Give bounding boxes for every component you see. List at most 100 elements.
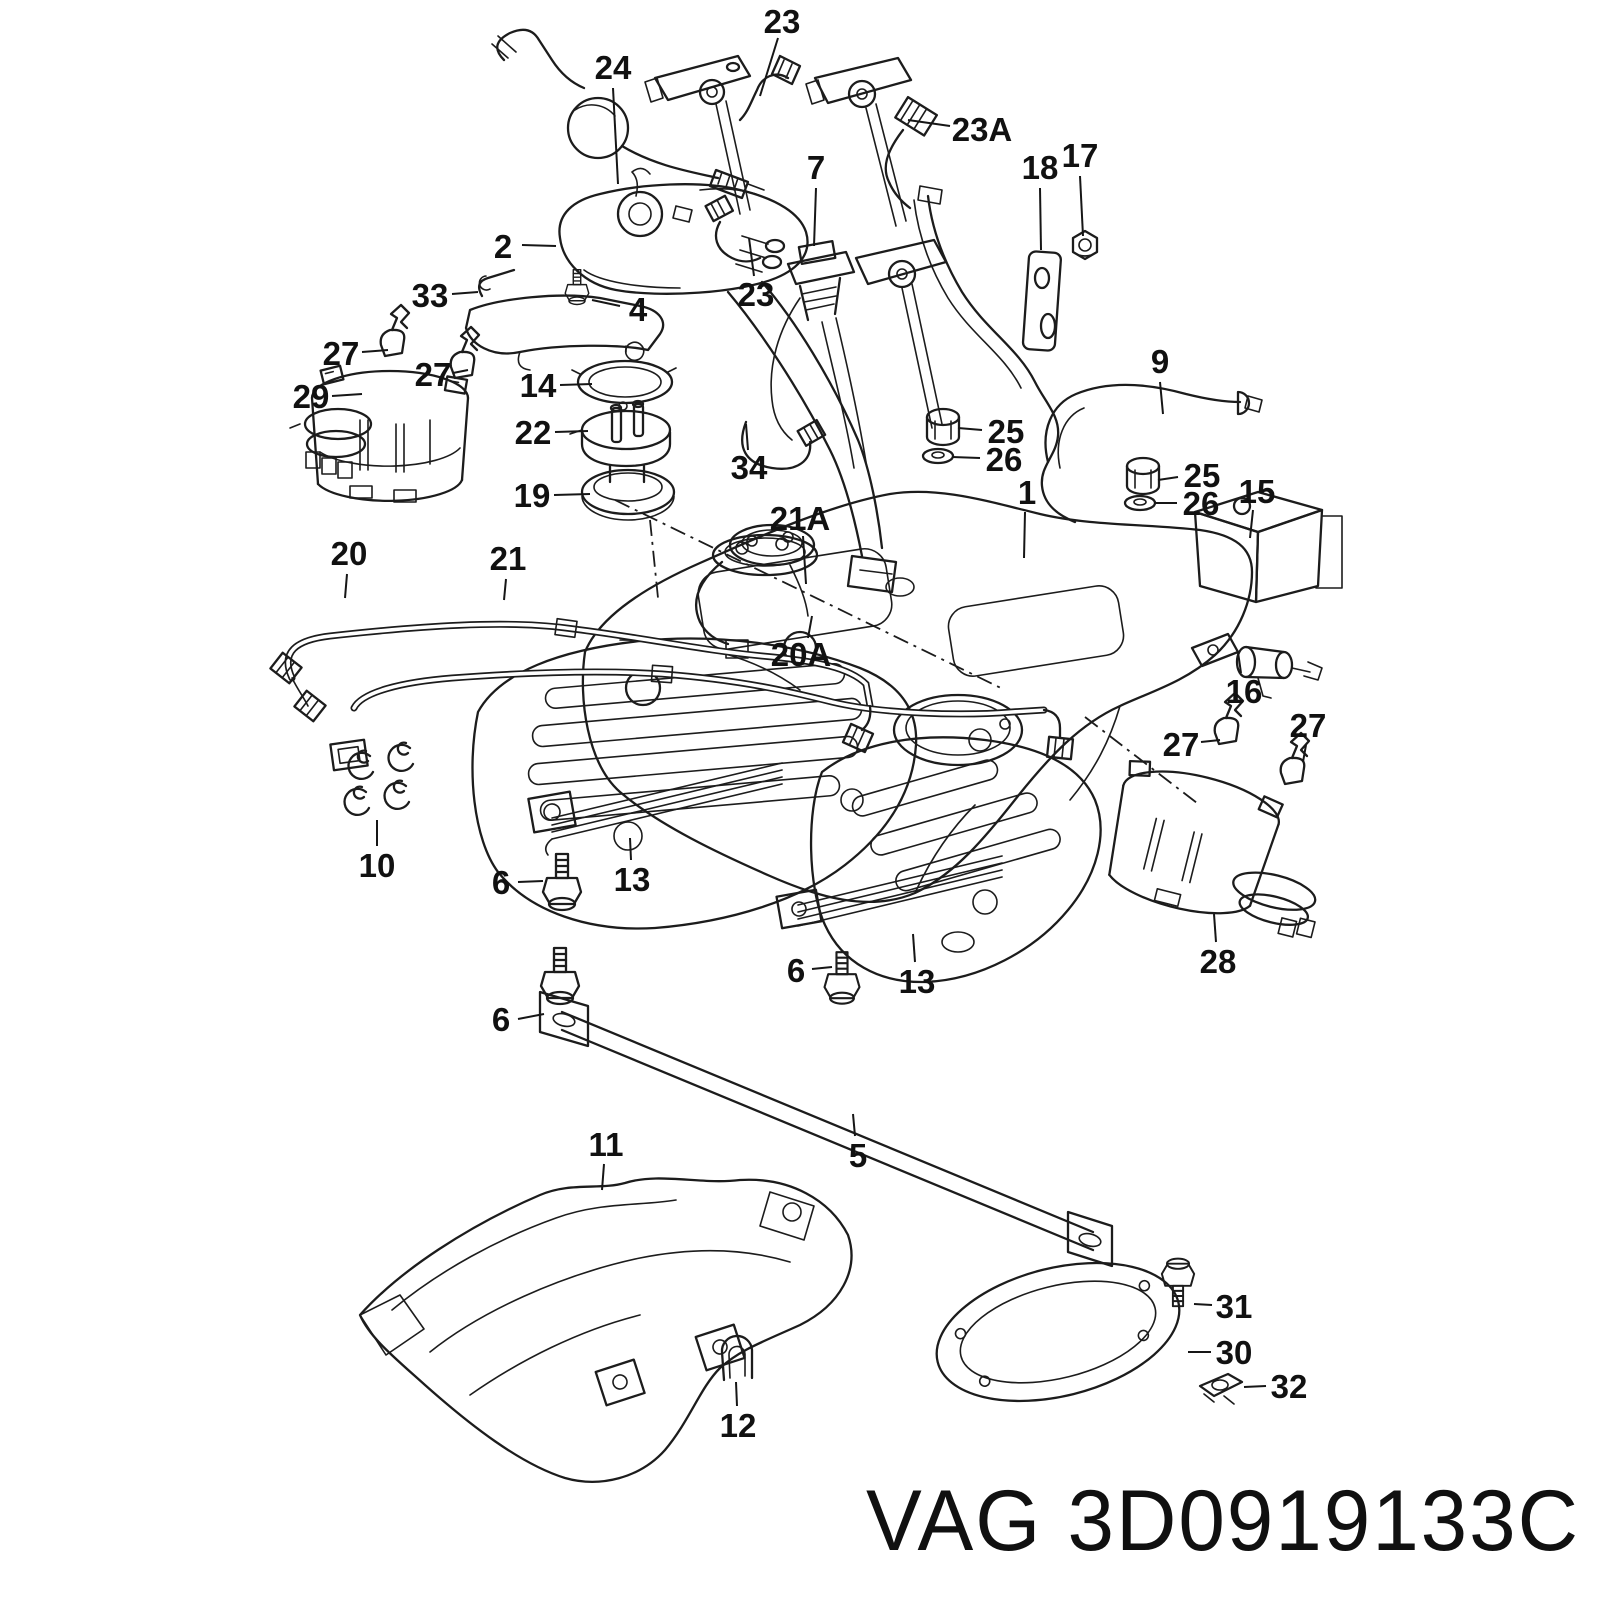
clamp-bracket-left — [644, 54, 752, 215]
nut-25-right — [1125, 456, 1161, 496]
shield-bracket-below-cover — [464, 294, 665, 371]
vent-pipe-9 — [1044, 383, 1263, 469]
callout-20: 20 — [331, 535, 368, 572]
callout-23A: 23A — [952, 111, 1013, 148]
pump-sleeve-28 — [1108, 759, 1317, 939]
callout-6: 6 — [492, 1001, 510, 1038]
leader-line-31 — [1193, 1303, 1213, 1306]
leader-line-26 — [951, 456, 981, 459]
fuel-pipes-20-21 — [269, 617, 1075, 761]
callout-27: 27 — [323, 335, 360, 372]
callout-29: 29 — [293, 378, 330, 415]
callout-12: 12 — [720, 1407, 757, 1444]
washer-26-left — [921, 447, 955, 465]
leader-line-23 — [748, 237, 755, 277]
leader-line-2 — [521, 244, 557, 247]
callout-23: 23 — [738, 276, 775, 313]
callout-13: 13 — [614, 861, 651, 898]
breather-fitting-23a — [884, 95, 938, 210]
leader-line-18 — [1039, 187, 1042, 251]
leader-line-23A — [907, 119, 951, 127]
filler-funnel-7 — [770, 240, 867, 469]
lock-ring-14 — [571, 345, 677, 411]
leader-line-27 — [1302, 744, 1307, 763]
callout-24: 24 — [595, 49, 632, 86]
callout-30: 30 — [1216, 1334, 1253, 1371]
callout-32: 32 — [1271, 1368, 1308, 1405]
callout-19: 19 — [514, 477, 551, 514]
callout-13: 13 — [899, 963, 936, 1000]
leader-line-34 — [745, 423, 749, 451]
screw-6-bottom — [539, 946, 581, 1006]
leader-line-14 — [559, 383, 593, 386]
leader-line-27 — [452, 369, 469, 374]
leader-line-6 — [517, 880, 544, 883]
strap-13-left — [527, 762, 783, 856]
callout-6: 6 — [492, 864, 510, 901]
tank-flange-cover-2 — [558, 167, 809, 295]
retainer-clip-33 — [477, 268, 516, 298]
leader-line-20 — [344, 573, 348, 599]
callout-27: 27 — [1163, 726, 1200, 763]
nut-17 — [1071, 229, 1099, 261]
nut-25-left — [925, 407, 961, 447]
callout-18: 18 — [1022, 149, 1059, 186]
leader-line-6 — [517, 1013, 545, 1020]
callout-2: 2 — [494, 228, 512, 265]
leader-line-5 — [852, 1113, 856, 1137]
leader-line-25 — [1157, 476, 1179, 481]
callout-21: 21 — [490, 540, 527, 577]
leader-line-21A — [802, 535, 807, 585]
leader-line-25 — [957, 427, 983, 431]
leader-line-4 — [591, 299, 621, 307]
callout-1: 1 — [1018, 474, 1036, 511]
flange-22 — [569, 399, 672, 484]
callout-34: 34 — [731, 449, 768, 486]
callout-27: 27 — [1290, 707, 1327, 744]
heat-shield-11 — [358, 1177, 853, 1483]
callout-28: 28 — [1200, 943, 1237, 980]
callout-10: 10 — [359, 847, 396, 884]
construction-lines — [614, 499, 1198, 804]
canister-15 — [1193, 490, 1343, 604]
leader-line-7 — [813, 187, 817, 247]
leader-line-1 — [1023, 511, 1026, 559]
callout-26: 26 — [1183, 485, 1220, 522]
leader-line-13 — [912, 933, 916, 963]
leader-line-6 — [811, 966, 833, 970]
pump-sleeve-29 — [289, 364, 470, 503]
leader-line-9 — [1159, 381, 1164, 415]
callout-11: 11 — [589, 1126, 624, 1163]
callout-33: 33 — [412, 277, 449, 314]
callout-6: 6 — [787, 952, 805, 989]
breather-elbow-top-23 — [738, 54, 802, 122]
leader-line-19 — [553, 493, 591, 496]
leader-line-23 — [759, 37, 779, 97]
washer-26-right — [1123, 494, 1157, 512]
clip-32 — [1198, 1372, 1244, 1405]
leader-line-12 — [735, 1381, 738, 1407]
screw-6-left — [541, 852, 583, 912]
clip-cluster-10 — [329, 738, 415, 817]
gasket-30 — [935, 1261, 1181, 1403]
callout-31: 31 — [1216, 1288, 1253, 1325]
leader-line-28 — [1213, 913, 1217, 943]
callout-14: 14 — [520, 367, 557, 404]
callout-25: 25 — [988, 413, 1025, 450]
breather-elbow-23b — [704, 194, 762, 263]
part-number-watermark: VAG 3D0919133C — [866, 1473, 1580, 1569]
leader-line-27 — [361, 349, 389, 353]
leader-line-17 — [1079, 175, 1084, 237]
callout-21A: 21A — [770, 500, 831, 537]
callout-17: 17 — [1062, 137, 1099, 174]
callout-15: 15 — [1239, 473, 1276, 510]
callout-16: 16 — [1226, 673, 1263, 710]
callout-26: 26 — [986, 441, 1023, 478]
leader-line-29 — [331, 393, 363, 397]
leader-line-20A — [807, 615, 813, 639]
vent-hose-damper-24 — [491, 28, 765, 200]
mount-bracket-18 — [1021, 250, 1062, 352]
callout-4: 4 — [629, 291, 648, 328]
